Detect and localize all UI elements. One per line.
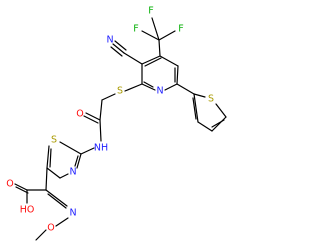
bond-thio-c4-c3 — [197, 121, 213, 132]
bond-c2-s — [124, 83, 143, 92]
bond-thiazole-n-c2 — [76, 153, 82, 169]
bond-n1-c2 — [141, 83, 156, 91]
acid-oh-label: HO — [20, 205, 35, 216]
amide-o-label: O — [76, 109, 83, 120]
nitrile-n-label: N — [106, 35, 113, 46]
bond-thiazole-c-alpha — [45, 167, 48, 191]
bond-c6-n1 — [164, 83, 178, 91]
bond-c4-c3 — [141, 55, 161, 65]
bond-c4-c5 — [159, 55, 179, 67]
atom-labels: N F F F N S S O NH S N O HO N O — [6, 6, 214, 234]
bond-co-o-double — [83, 115, 99, 124]
bond-nitrile-1 — [112, 43, 125, 54]
bond-thio-c2-s — [193, 93, 206, 98]
bond-nitrile-2 — [114, 40, 127, 51]
bond-cf3-f3 — [158, 30, 176, 41]
bond-co-nh — [99, 119, 102, 142]
bond-c6-thiophene — [176, 83, 195, 95]
bond-thio-c3-c2-double — [192, 97, 197, 120]
thiazole-s-label: S — [51, 135, 57, 146]
bond-cooh-o — [14, 183, 28, 191]
bond-nitrile-3 — [110, 46, 123, 57]
bond-thio-c5-c4-double — [211, 119, 225, 128]
bond-thio-c5-c4 — [211, 116, 227, 132]
bond-thiazole-c5-c4 — [46, 167, 61, 179]
thioether-s-label: S — [117, 86, 123, 97]
amide-nh-label: NH — [94, 143, 108, 154]
fluorine-label-1: F — [148, 6, 153, 17]
pyridine-n-label: N — [156, 86, 163, 97]
bond-thiazole-n-c2-double — [74, 155, 79, 167]
bond-thiazole-c4-n — [59, 173, 69, 179]
bond-alpha-oxime — [45, 189, 68, 207]
bond-nh-c2 — [80, 147, 95, 155]
bond-s-ch2 — [101, 93, 116, 101]
bond-n1-c2-double — [143, 81, 154, 88]
oxime-n-label: N — [69, 208, 76, 219]
bond-cf3-f1 — [151, 17, 160, 41]
bond-oxime-o-ch3 — [35, 229, 47, 241]
bond-lines — [14, 17, 227, 241]
bond-ch2-co — [99, 99, 103, 121]
bond-alpha-oxime-double — [47, 193, 67, 209]
acid-o-label: O — [6, 179, 13, 190]
bond-thiazole-s-c5 — [46, 145, 50, 169]
thiophene-s-label: S — [208, 94, 214, 105]
oxime-o-label: O — [47, 223, 54, 234]
fluorine-label-3: F — [178, 24, 183, 35]
bond-oxime-n-o — [55, 217, 69, 227]
bond-c3-cn — [123, 52, 143, 65]
bond-cooh-o-double — [15, 186, 29, 194]
bond-thio-s-c5 — [215, 103, 227, 118]
bond-c5-c6 — [176, 65, 179, 85]
bond-thiazole-c5-c4-double — [49, 148, 52, 168]
molecule-structure-diagram: N F F F N S S O NH S N O HO N O — [6, 6, 227, 241]
bond-cf3-f2 — [141, 30, 160, 41]
bond-c4-cf3 — [158, 39, 161, 57]
bond-c4-c3-double — [144, 57, 162, 67]
bond-co-o — [85, 112, 101, 121]
bond-thio-c3-c2 — [193, 93, 199, 123]
fluorine-label-2: F — [133, 24, 138, 35]
bond-thiazole-c2-s — [59, 141, 82, 155]
thiazole-n-label: N — [69, 167, 76, 178]
